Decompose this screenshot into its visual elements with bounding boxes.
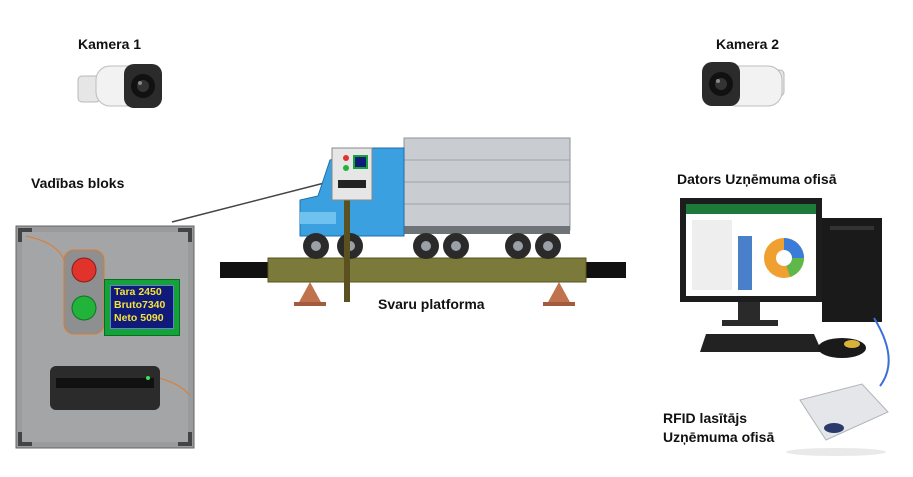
display-bruto: Bruto7340 <box>114 299 166 311</box>
road-left <box>220 262 268 278</box>
display-tara: Tara 2450 <box>114 286 162 298</box>
connector-line <box>171 179 337 223</box>
control-unit <box>15 225 195 449</box>
platform-support-right <box>547 282 571 304</box>
rfid-reader-label-line1: RFID lasītājs <box>663 410 748 426</box>
platform-support-left <box>298 282 322 304</box>
scale-platform <box>267 257 587 283</box>
control-box-small-icon <box>331 147 373 302</box>
camera-1-label: Kamera 1 <box>78 36 142 52</box>
rfid-reader-label-line2: Uzņēmuma ofisā <box>663 429 775 445</box>
camera-1-icon <box>77 64 162 108</box>
camera-2-icon <box>702 62 785 107</box>
truck-illustration <box>299 137 571 259</box>
camera-2-label: Kamera 2 <box>716 36 780 52</box>
rfid-reader-icon <box>786 383 889 456</box>
weight-display: Tara 2450 Bruto7340 Neto 5090 <box>104 279 180 336</box>
weight-display-screen: Tara 2450 Bruto7340 Neto 5090 <box>110 285 174 329</box>
road-right <box>586 262 626 278</box>
scale-platform-label: Svaru platforma <box>378 296 485 312</box>
display-neto: Neto 5090 <box>114 312 164 324</box>
office-computer-label: Dators Uzņēmuma ofisā <box>677 171 837 187</box>
office-computer-icon <box>680 198 890 387</box>
control-unit-label: Vadības bloks <box>31 175 125 191</box>
